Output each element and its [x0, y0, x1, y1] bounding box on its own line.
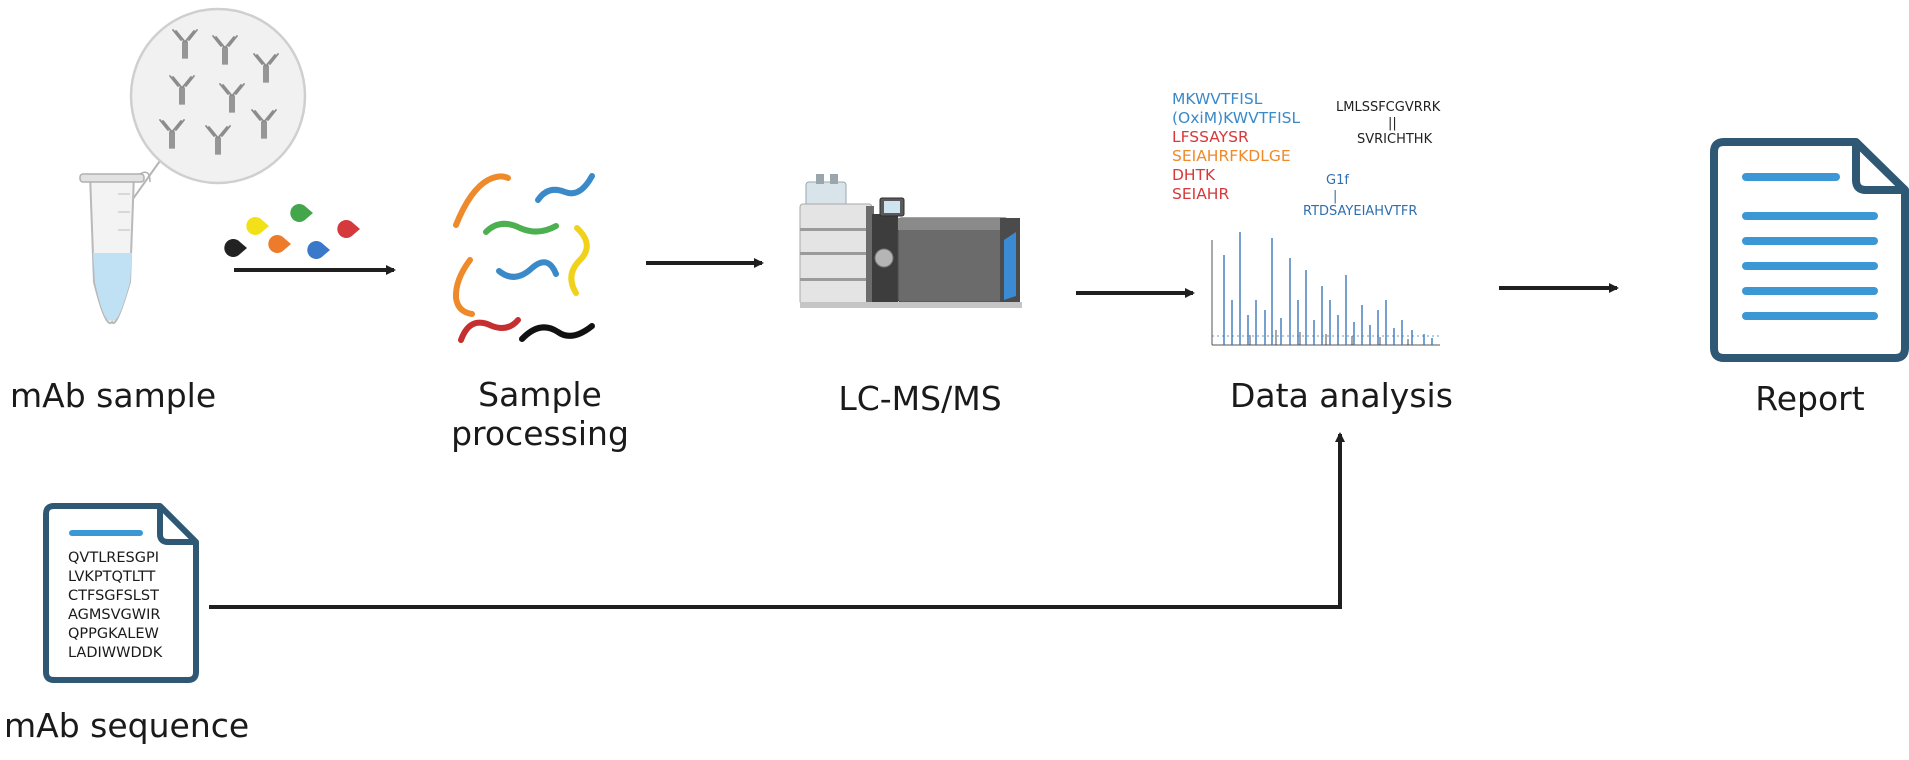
label-sample-processing: Sample processing [440, 375, 640, 453]
label-sample-processing-line2: processing [451, 414, 629, 453]
glycan-bar: | [1333, 189, 1338, 204]
disulfide-peptide-bottom: SVRICHTHK [1357, 132, 1433, 147]
antibody-icon [129, 7, 307, 185]
peptide-item: LFSSAYSR [1172, 128, 1249, 146]
peptide-item: SEIAHRFKDLGE [1172, 147, 1291, 165]
label-sample-processing-line1: Sample [478, 375, 602, 414]
disulfide-bond: || [1388, 116, 1397, 131]
glycan-label: G1f [1326, 173, 1349, 188]
label-data-analysis: Data analysis [1230, 376, 1453, 415]
sequence-line: QPPGKALEW [68, 626, 159, 642]
lcms-instrument-icon [799, 174, 1022, 308]
peptide-item: (OxiM)KWVTFISL [1172, 109, 1301, 127]
peptide-item: MKWVTFISL [1172, 90, 1263, 108]
peptide-item: SEIAHR [1172, 185, 1230, 203]
sequence-line: AGMSVGWIR [68, 607, 161, 623]
sequence-document-icon [43, 503, 199, 683]
label-lcmsms: LC-MS/MS [838, 379, 1002, 418]
spectrum-icon [1211, 232, 1440, 346]
label-report: Report [1755, 379, 1865, 418]
label-mab-sample: mAb sample [10, 376, 217, 415]
sequence-line: LVKPTQTLTT [68, 569, 156, 585]
enzyme-icon [224, 204, 360, 260]
peptide-item: DHTK [1172, 166, 1216, 184]
flow-arrows [209, 258, 1619, 609]
sequence-line: QVTLRESGPI [68, 550, 159, 566]
sequence-text: QVTLRESGPI LVKPTQTLTT CTFSGFSLST AGMSVGW… [68, 549, 162, 663]
peptide-fragment-icon [452, 173, 595, 343]
peptide-list: MKWVTFISL (OxiM)KWVTFISL LFSSAYSR SEIAHR… [1172, 90, 1300, 204]
disulfide-peptide-top: LMLSSFCGVRRK [1336, 100, 1441, 115]
sequence-line: LADIWWDDK [68, 645, 163, 661]
sequence-line: CTFSGFSLST [68, 588, 159, 604]
tube-icon [79, 157, 163, 325]
glycopeptide-label: RTDSAYEIAHVTFR [1303, 204, 1418, 219]
label-mab-sequence: mAb sequence [4, 706, 250, 745]
report-document-icon [1710, 138, 1909, 362]
